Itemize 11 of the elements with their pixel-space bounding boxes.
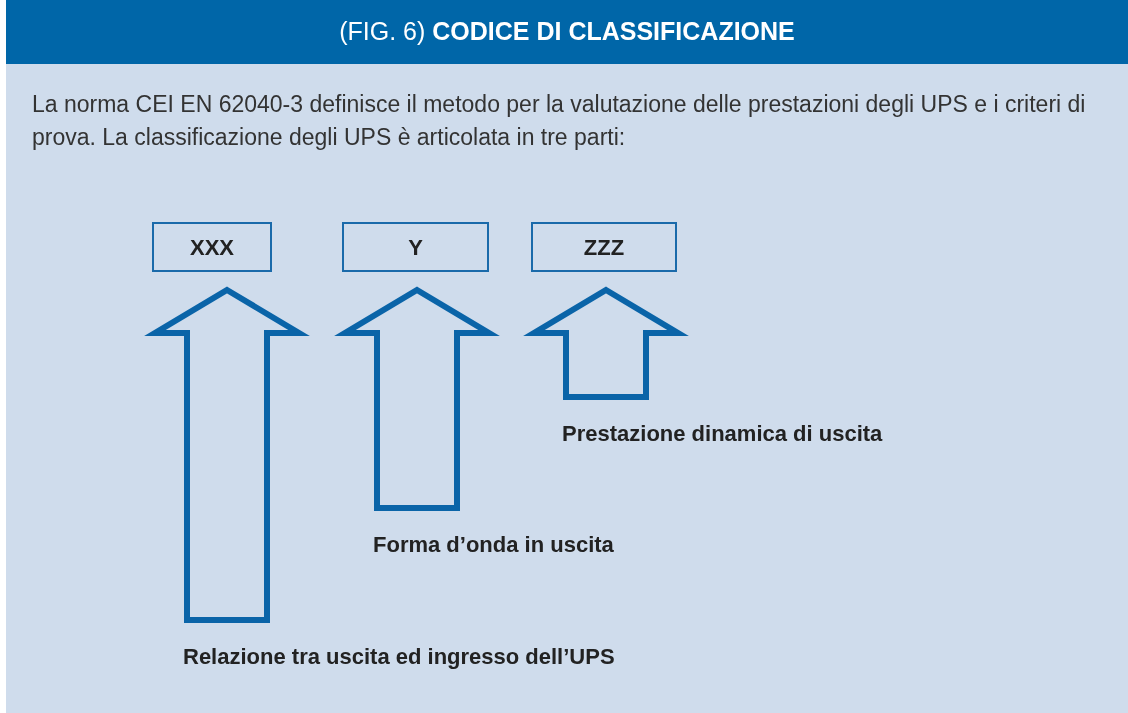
code-box: XXX (152, 222, 272, 272)
block-arrow (523, 286, 689, 400)
part-label: Prestazione dinamica di uscita (562, 417, 883, 447)
part-label: Relazione tra uscita ed ingresso dell’UPS (183, 640, 615, 670)
part-label: Forma d’onda in uscita (373, 528, 614, 558)
block-arrow (144, 286, 310, 623)
block-arrow (334, 286, 500, 511)
code-box: Y (342, 222, 489, 272)
intro-paragraph: La norma CEI EN 62040-3 definisce il metodo per la valutazione delle prestazioni degli UPS e i criteri di prova. La classificazione degli UPS è articolata in tre parti: (32, 90, 1087, 152)
code-box: ZZZ (531, 222, 677, 272)
title: (FIG. 6) CODICE DI CLASSIFICAZIONE (339, 16, 795, 48)
